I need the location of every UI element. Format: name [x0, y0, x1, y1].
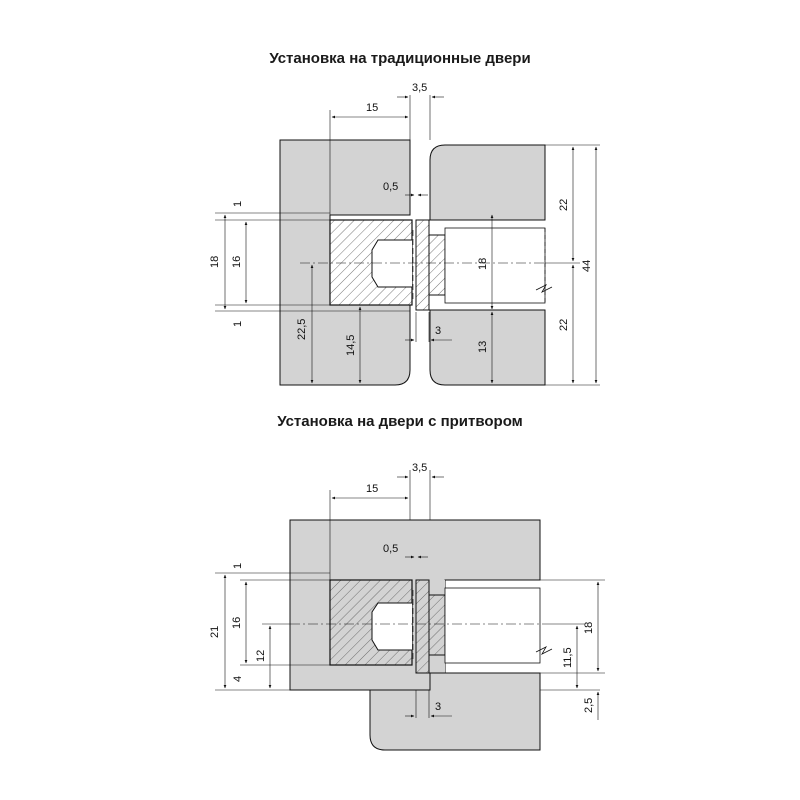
dim-15: 15: [366, 102, 378, 114]
dim-22-top: 22: [558, 199, 570, 211]
rebated-door-panel: [369, 672, 541, 751]
dim-11-5: 11,5: [562, 647, 574, 668]
dim-21: 21: [209, 626, 221, 638]
dim-3-5-b: 3,5: [412, 462, 427, 474]
dim-2-5: 2,5: [583, 698, 595, 713]
right-bore: [444, 227, 546, 304]
title-rebated-doors: Установка на двери с притвором: [277, 413, 523, 430]
dim-1-b: 1: [232, 563, 244, 569]
dim-22-5: 22,5: [296, 319, 308, 340]
dim-16-left: 16: [231, 256, 243, 268]
dim-0-5: 0,5: [383, 181, 398, 193]
bore-rebated: [444, 587, 541, 664]
hinge-plate: [415, 219, 430, 311]
break-mark-b: [535, 646, 553, 655]
dim-18-right: 18: [477, 258, 489, 270]
hinge-leaf-rebated: [428, 594, 446, 656]
dim-15-b: 15: [366, 483, 378, 495]
hinge-plate-rebated: [415, 579, 430, 674]
diagram-traditional: 15 3,5 0,5 1 18 16 1 22,5 14,5 3 18: [209, 82, 600, 386]
diagram-rebated: 15 3,5 0,5 1 21 16 12 4 3: [209, 462, 605, 751]
dim-3-b: 3: [435, 701, 441, 713]
dim-16-b: 16: [231, 617, 243, 629]
hinge-pin-rebated: [371, 602, 412, 651]
dim-18-b: 18: [583, 622, 595, 634]
dim-22-bottom: 22: [558, 319, 570, 331]
dim-14-5: 14,5: [345, 335, 357, 356]
dim-4: 4: [232, 676, 244, 682]
hinge-leaf: [428, 234, 446, 296]
dim-44: 44: [581, 260, 593, 272]
dim-18-left: 18: [209, 256, 221, 268]
hinge-pin: [371, 239, 412, 288]
dim-3-bottom: 3: [435, 325, 441, 337]
dim-0-5-b: 0,5: [383, 543, 398, 555]
dim-1-top: 1: [232, 201, 244, 207]
break-mark: [535, 284, 553, 293]
title-traditional-doors: Установка на традиционные двери: [269, 50, 531, 67]
dim-1-bottom: 1: [232, 321, 244, 327]
right-door-panel-bottom: [429, 309, 546, 386]
right-door-panel-top: [429, 144, 546, 221]
dim-3-5: 3,5: [412, 82, 427, 94]
dim-12: 12: [255, 650, 267, 662]
dim-13: 13: [477, 341, 489, 353]
